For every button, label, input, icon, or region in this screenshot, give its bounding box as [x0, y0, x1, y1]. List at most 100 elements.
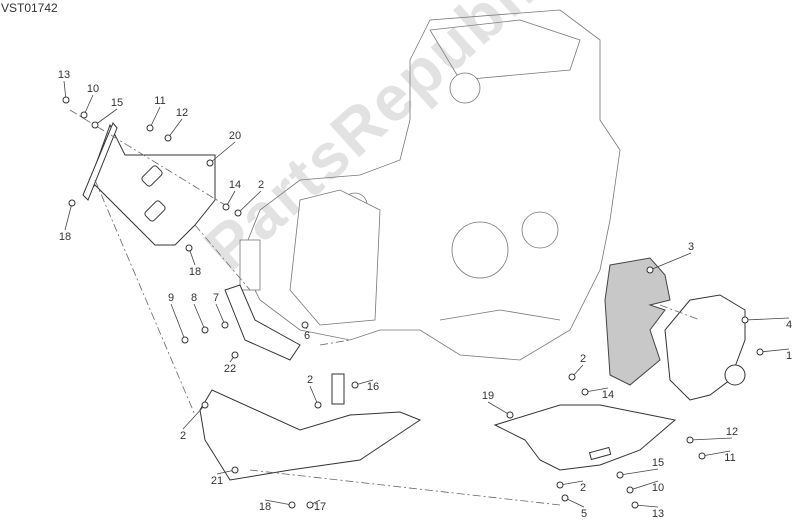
fastener-part [231, 351, 239, 359]
fastener-part [68, 199, 76, 207]
callout-15: 15 [111, 97, 123, 109]
callout-6: 6 [304, 330, 310, 342]
callout-1: 1 [786, 350, 792, 362]
leader-line [167, 118, 183, 139]
fastener-part [80, 111, 88, 119]
callout-13: 13 [652, 508, 664, 520]
leader-line [487, 401, 511, 416]
callout-leader-lines [62, 80, 790, 509]
fastener-part [206, 159, 214, 167]
fastener-part [741, 316, 749, 324]
fastener-part [221, 321, 229, 329]
leader-line [584, 387, 609, 393]
fastener-part [314, 401, 322, 409]
callout-12: 12 [726, 426, 738, 438]
lower-left-cover-part [199, 284, 422, 481]
fastener-part [351, 381, 359, 389]
callout-20: 20 [229, 130, 241, 142]
callout-2: 2 [180, 430, 186, 442]
callout-13: 13 [58, 69, 70, 81]
leader-line [170, 303, 186, 341]
callout-19: 19 [482, 390, 494, 402]
fastener-part [581, 388, 589, 396]
callout-2: 2 [580, 353, 586, 365]
callout-18: 18 [259, 501, 271, 513]
leader-line [149, 106, 161, 129]
callout-8: 8 [191, 292, 197, 304]
fastener-part [556, 481, 564, 489]
fastener-part [646, 266, 654, 274]
leader-line [744, 317, 790, 321]
fastener-part [288, 501, 296, 509]
callout-3: 3 [688, 241, 694, 253]
callout-4: 4 [786, 319, 792, 331]
callout-17: 17 [314, 501, 326, 513]
heat-shield-part [604, 257, 671, 386]
fastener-part [506, 411, 514, 419]
leader-line [193, 303, 206, 331]
fastener-part [686, 436, 694, 444]
callout-5: 5 [581, 508, 587, 520]
fastener-part [568, 373, 576, 381]
fastener-part [301, 321, 309, 329]
fastener-part [631, 501, 639, 509]
callout-14: 14 [229, 179, 241, 191]
callout-11: 11 [724, 452, 735, 464]
leader-line [759, 348, 790, 353]
fastener-part [756, 348, 764, 356]
engine-assembly [239, 9, 621, 361]
callout-21: 21 [211, 475, 223, 487]
fastener-part [231, 466, 239, 474]
fastener-part [185, 244, 193, 252]
leader-line [209, 141, 236, 164]
lower-right-cover-part [493, 404, 677, 471]
leader-line [689, 437, 733, 441]
leader-line [619, 468, 659, 476]
leader-line [64, 202, 73, 231]
fastener-part [181, 336, 189, 344]
leader-line [564, 497, 585, 508]
drawing-code: VST01742 [1, 1, 58, 15]
fastener-part [62, 96, 70, 104]
callout-14: 14 [602, 389, 614, 401]
callout-18: 18 [189, 266, 201, 278]
callout-2: 2 [307, 374, 313, 386]
fastener-part [306, 501, 314, 509]
callout-18: 18 [59, 231, 71, 243]
leader-line [629, 480, 659, 491]
fastener-part [234, 209, 242, 217]
fastener-part [561, 494, 569, 502]
fastener-part [164, 134, 172, 142]
leader-line [237, 190, 262, 214]
side-cover-part [664, 294, 746, 401]
callout-10: 10 [87, 83, 99, 95]
left-bracket-part [82, 122, 216, 246]
callout-22: 22 [224, 363, 236, 375]
callout-15: 15 [652, 457, 664, 469]
callout-7: 7 [213, 292, 219, 304]
leader-line [83, 94, 94, 116]
fastener-part [698, 452, 706, 460]
leader-line [649, 252, 692, 271]
callout-11: 11 [154, 95, 165, 107]
callout-9: 9 [168, 292, 174, 304]
callout-2: 2 [258, 179, 264, 191]
callout-16: 16 [367, 381, 379, 393]
leader-line [559, 480, 584, 486]
leader-line [634, 504, 659, 508]
leader-line [182, 404, 206, 430]
callout-12: 12 [176, 107, 188, 119]
fastener-part [146, 124, 154, 132]
fastener-part [201, 401, 209, 409]
leader-line [701, 450, 731, 457]
leader-line [94, 108, 118, 126]
fastener-part [201, 326, 209, 334]
callout-10: 10 [652, 482, 664, 494]
callout-2: 2 [580, 482, 586, 494]
leader-line [215, 303, 226, 326]
fastener-part [91, 121, 99, 129]
fastener-part [222, 203, 230, 211]
